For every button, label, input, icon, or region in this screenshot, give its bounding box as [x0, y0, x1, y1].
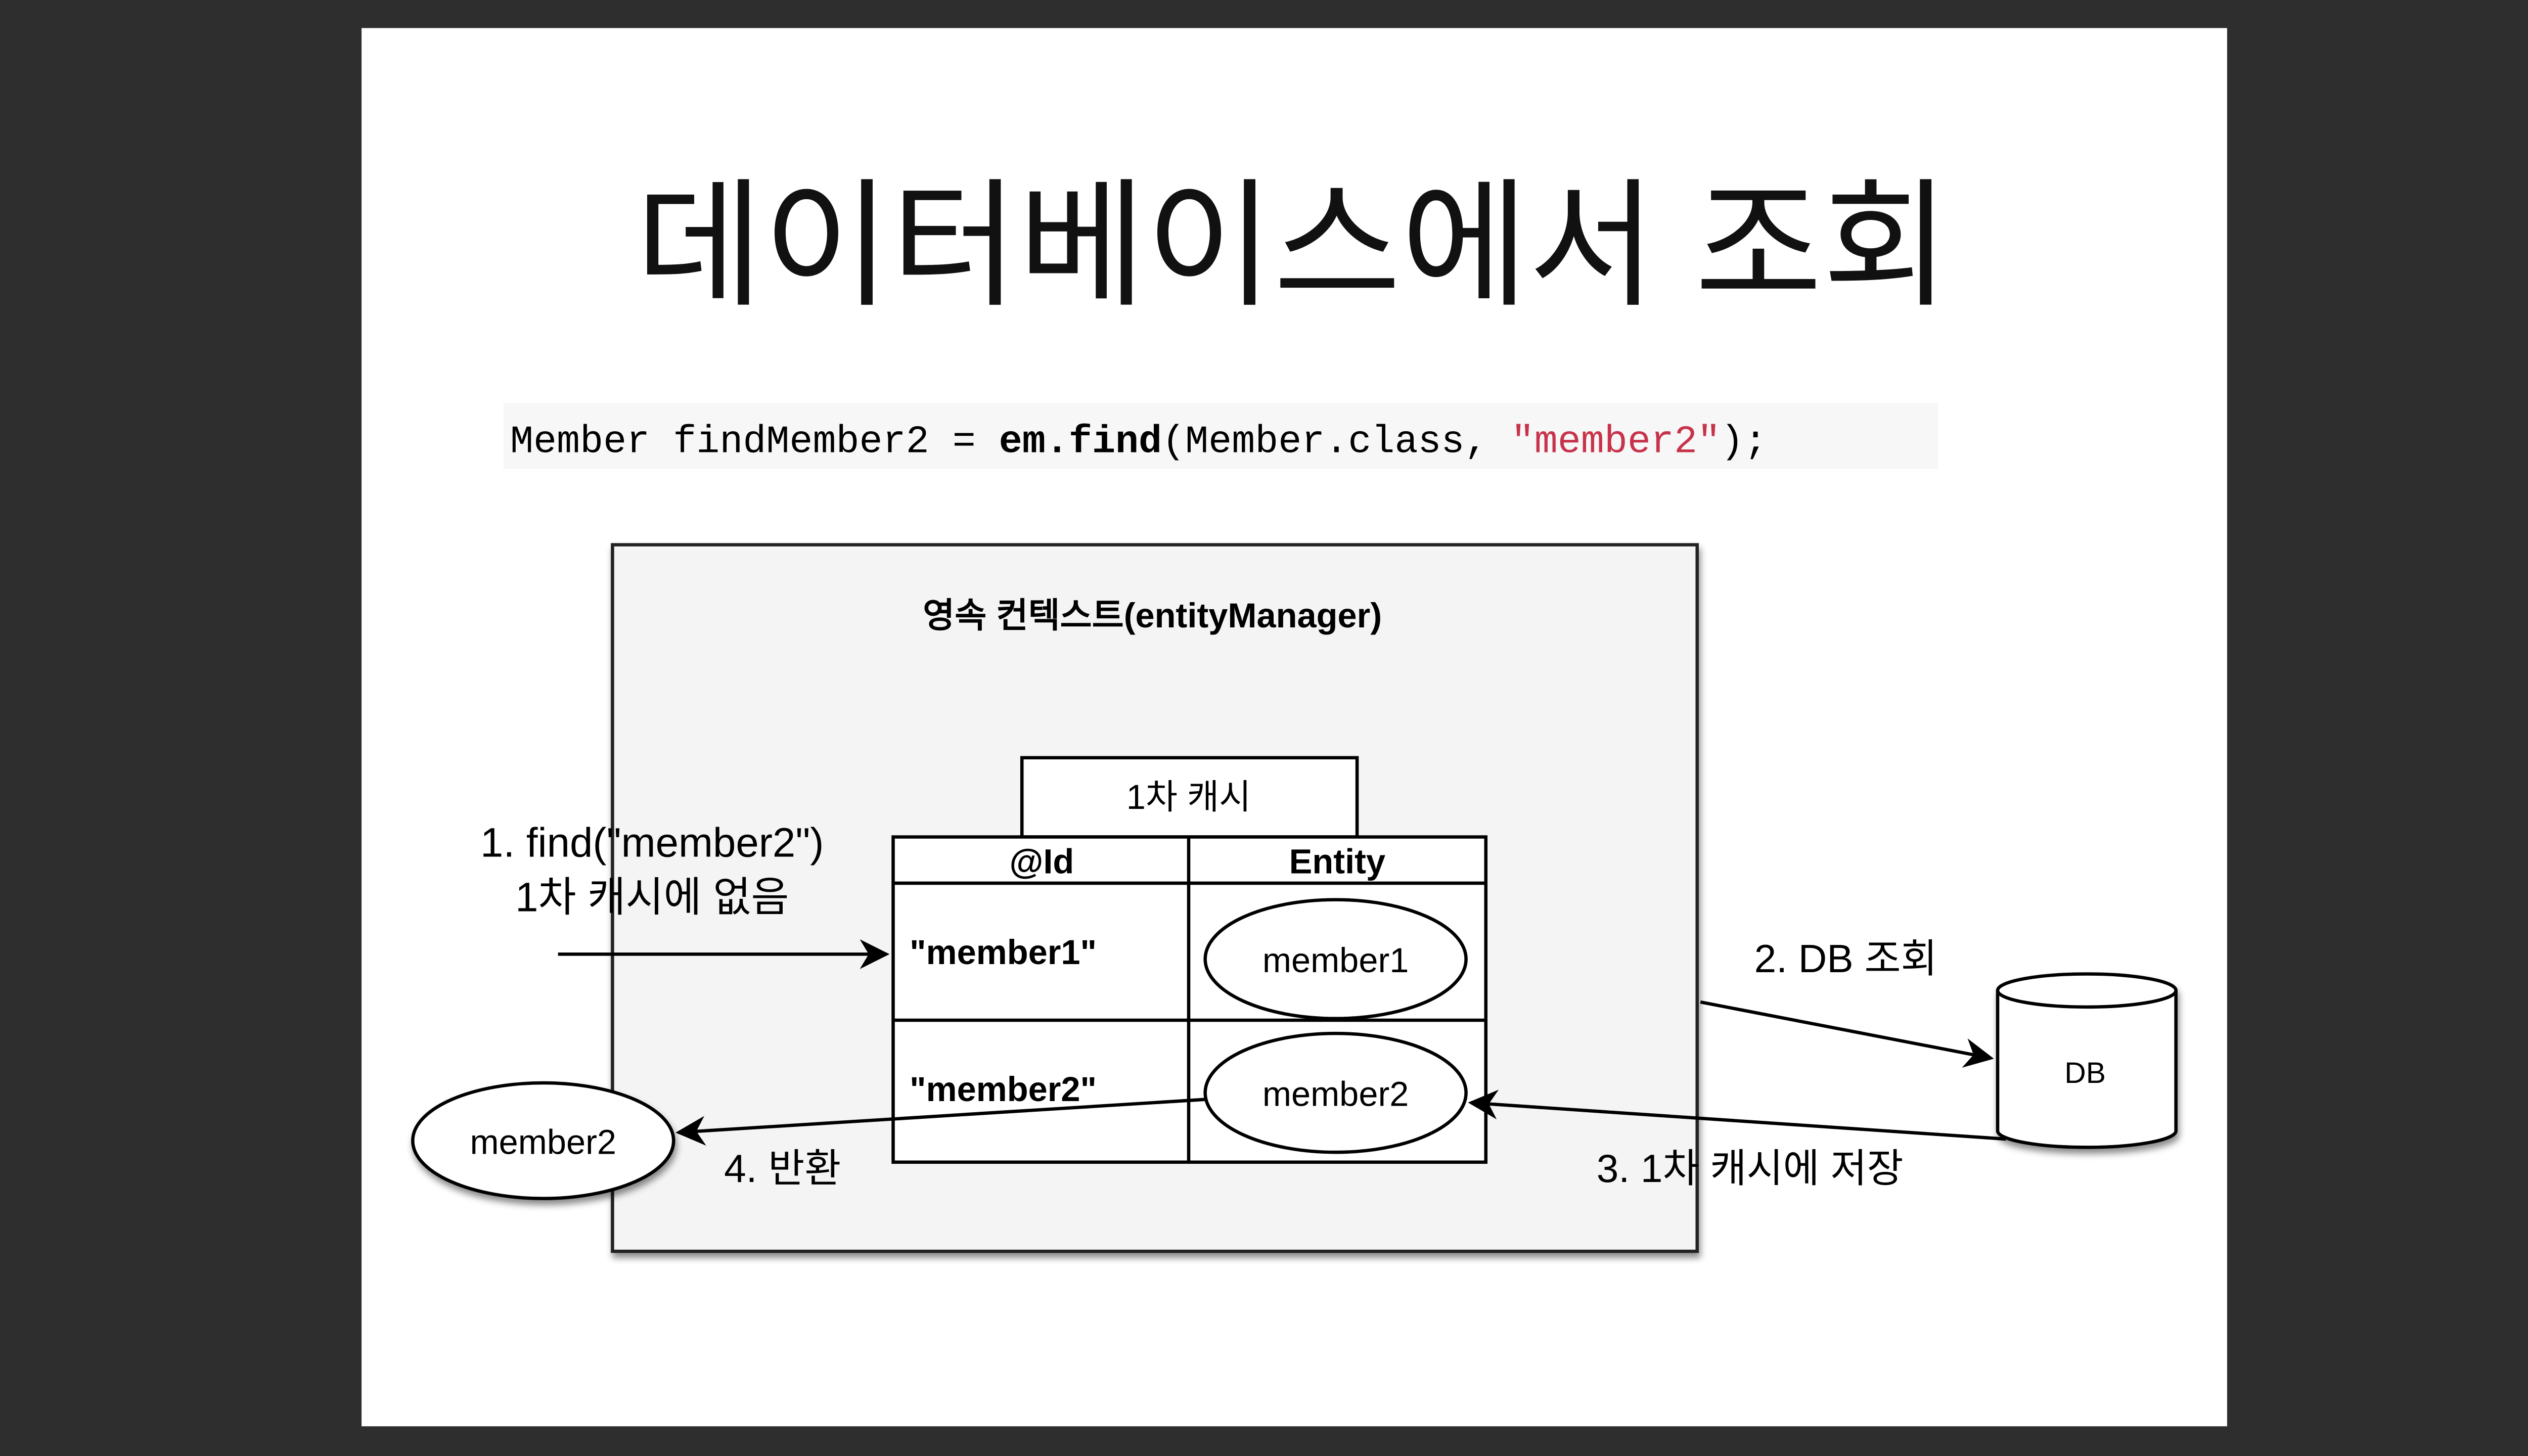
entity-label: member1: [1262, 941, 1409, 980]
step1-label: 1. find("member2"): [480, 820, 824, 866]
arrow-db-query: [1700, 1000, 1994, 1068]
row-id: "member1": [910, 933, 1097, 972]
step1-sublabel: 1차 캐시에 없음: [515, 874, 789, 920]
first-level-cache: 1차 캐시 @Id Entity "member1" "member2" mem…: [891, 756, 1488, 1164]
step2-label: 2. DB 조회: [1754, 936, 1937, 981]
entity-label: member2: [1262, 1075, 1409, 1114]
row-id: "member2": [910, 1070, 1097, 1109]
returned-entity-label: member2: [470, 1122, 616, 1161]
code-block: Member findMember2 = em.find(Member.clas…: [503, 402, 1938, 469]
cache-label: 1차 캐시: [1126, 778, 1251, 816]
step3-label: 3. 1차 캐시에 저장: [1597, 1146, 1904, 1191]
db-cylinder-icon: [1996, 972, 2178, 1149]
entity-ellipse: [1203, 898, 1468, 1020]
arrow-store-cache: [1468, 1089, 2006, 1141]
context-label: 영속 컨텍스트(entityManager): [923, 596, 1382, 635]
header-entity: Entity: [1289, 842, 1385, 881]
db-label: DB: [2064, 1057, 2106, 1089]
header-id: @Id: [1010, 842, 1074, 881]
arrow-return: [675, 1098, 1205, 1146]
code-line: Member findMember2 = em.find(Member.clas…: [510, 421, 1767, 465]
returned-entity-ellipse: [411, 1081, 675, 1200]
slide-title: 데이터베이스에서 조회: [636, 169, 1950, 324]
entity-ellipse: [1203, 1031, 1468, 1154]
step4-label: 4. 반환: [724, 1146, 841, 1191]
